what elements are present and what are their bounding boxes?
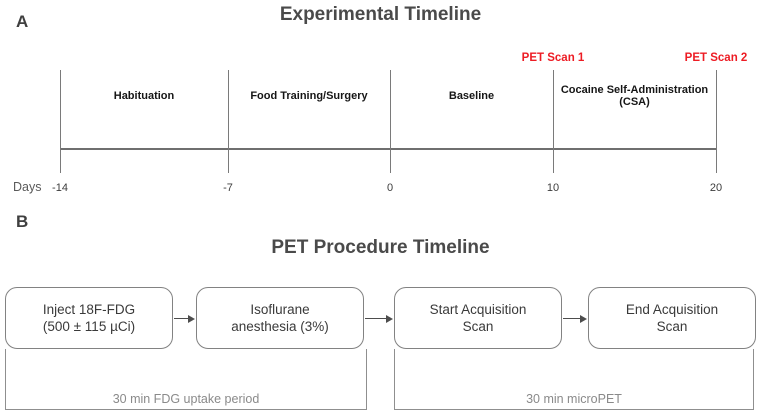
- step-isoflurane-anesthesia: Isoflurane anesthesia (3%): [196, 287, 364, 349]
- phase-cocaine-self-administration: Cocaine Self-Administration (CSA): [553, 84, 716, 108]
- step-isoflurane-line1: Isoflurane: [250, 302, 310, 317]
- step-end-acquisition: End Acquisition Scan: [588, 287, 756, 349]
- step-inject-fdg: Inject 18F-FDG (500 ± 115 µCi): [5, 287, 173, 349]
- step-end-acquisition-line1: End Acquisition: [625, 302, 719, 317]
- panel-a-title: Experimental Timeline: [279, 4, 482, 25]
- panel-a-label: A: [16, 12, 29, 31]
- axis-tick: [716, 148, 717, 173]
- phase-csa-line2: (CSA): [619, 96, 650, 108]
- step-inject-fdg-line2: (500 ± 115 µCi): [42, 319, 136, 334]
- step-inject-fdg-line1: Inject 18F-FDG: [42, 302, 136, 317]
- duration-label-micropet: 30 min microPET: [526, 392, 622, 406]
- step-end-acquisition-line2: Scan: [656, 319, 688, 334]
- timeline-divider: [553, 70, 554, 148]
- axis-tick: [228, 148, 229, 173]
- axis-tick: [390, 148, 391, 173]
- tick-label-day--7: -7: [223, 182, 233, 194]
- tick-label-day-0: 0: [386, 182, 394, 194]
- phase-habituation: Habituation: [113, 90, 175, 102]
- arrow-shaft: [563, 317, 580, 320]
- timeline-divider: [228, 70, 229, 148]
- tick-label-day--14: -14: [52, 182, 68, 194]
- arrow-head: [386, 314, 393, 323]
- phase-food-training-surgery: Food Training/Surgery: [250, 90, 368, 102]
- arrow-shaft: [365, 317, 386, 320]
- days-axis-label: Days: [13, 180, 42, 194]
- timeline-axis: [60, 148, 717, 150]
- arrow-right-icon: [563, 314, 587, 323]
- duration-bracket-micropet: 30 min microPET: [394, 349, 754, 410]
- step-start-acquisition: Start Acquisition Scan: [394, 287, 562, 349]
- axis-tick: [60, 148, 61, 173]
- arrow-head: [580, 314, 587, 323]
- arrow-right-icon: [174, 314, 195, 323]
- step-isoflurane-line2: anesthesia (3%): [231, 319, 329, 334]
- pet-scan-1-label: PET Scan 1: [521, 52, 585, 64]
- phase-csa-line1: Cocaine Self-Administration: [560, 84, 709, 96]
- duration-label-fdg-uptake: 30 min FDG uptake period: [112, 392, 260, 406]
- phase-baseline: Baseline: [448, 90, 495, 102]
- timeline-divider: [716, 70, 717, 148]
- arrow-shaft: [174, 317, 188, 320]
- duration-bracket-fdg-uptake: 30 min FDG uptake period: [5, 349, 367, 410]
- timeline-divider: [60, 70, 61, 148]
- panel-b-title: PET Procedure Timeline: [271, 237, 490, 258]
- arrow-head: [188, 314, 195, 323]
- panel-b-label: B: [16, 212, 29, 231]
- timeline-divider: [390, 70, 391, 148]
- tick-label-day-20: 20: [709, 182, 723, 194]
- pet-scan-2-label: PET Scan 2: [684, 52, 748, 64]
- step-start-acquisition-line2: Scan: [462, 319, 494, 334]
- step-start-acquisition-line1: Start Acquisition: [429, 302, 527, 317]
- arrow-right-icon: [365, 314, 393, 323]
- axis-tick: [553, 148, 554, 173]
- tick-label-day-10: 10: [546, 182, 560, 194]
